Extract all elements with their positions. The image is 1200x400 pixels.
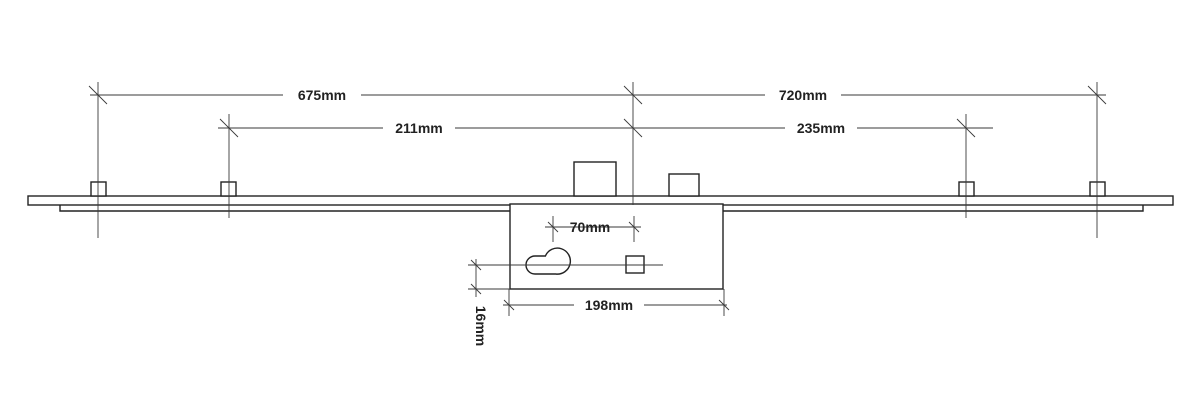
label-mask-198 <box>574 295 644 315</box>
label-mask-675 <box>283 85 361 105</box>
label-mask-211 <box>383 118 455 138</box>
dimension-label-235: 235mm <box>797 120 845 136</box>
locking-point-far-right <box>1089 181 1106 197</box>
dimension-label-16: 16mm <box>473 306 489 346</box>
label-mask-720 <box>765 85 841 105</box>
dimension-label-675: 675mm <box>298 87 346 103</box>
dimension-label-70: 70mm <box>570 219 610 235</box>
dimension-ticks <box>88 85 1107 311</box>
euro-cylinder-keyhole <box>525 247 572 275</box>
label-mask-235 <box>785 118 857 138</box>
lock-case <box>509 203 724 290</box>
latch-bolt <box>668 173 700 197</box>
dimension-label-198: 198mm <box>585 297 633 313</box>
locking-point-right <box>958 181 975 197</box>
dimension-label-211: 211mm <box>395 120 442 136</box>
spindle-follower <box>625 255 645 274</box>
locking-point-far-left <box>90 181 107 197</box>
locking-point-left <box>220 181 237 197</box>
deadbolt <box>573 161 617 197</box>
dimension-label-720: 720mm <box>779 87 827 103</box>
forend-lower-rail <box>59 205 1144 212</box>
